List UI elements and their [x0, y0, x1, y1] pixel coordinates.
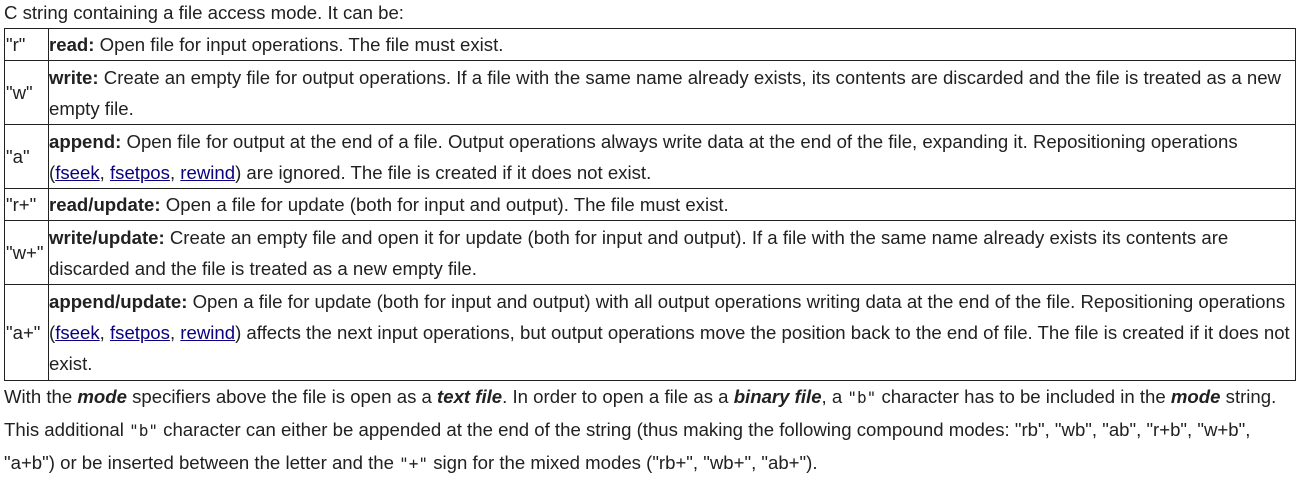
- code-b: "b": [847, 388, 877, 407]
- table-row: "r+" read/update: Open a file for update…: [4, 188, 1296, 221]
- mode-term: write:: [49, 66, 99, 88]
- mode-term: read:: [49, 34, 95, 55]
- emphasis-text-file: text file: [437, 386, 503, 407]
- mode-text: Open a file for update (both for input a…: [160, 194, 729, 215]
- mode-term: read/update:: [49, 194, 161, 215]
- paragraph-text: character can either be appended at the …: [4, 419, 1251, 473]
- mode-description: write/update: Create an empty file and o…: [48, 220, 1296, 285]
- mode-text: Create an empty file for output operatio…: [49, 66, 1281, 119]
- binary-mode-paragraph: With the mode specifiers above the file …: [4, 381, 1300, 480]
- code-plus: "+": [399, 454, 429, 473]
- mode-code: "w+": [4, 220, 49, 285]
- emphasis-mode: mode: [77, 386, 127, 407]
- mode-text: Open file for output at the end of a fil…: [49, 130, 1238, 183]
- rewind-link[interactable]: rewind: [180, 161, 236, 183]
- emphasis-mode: mode: [1170, 386, 1221, 407]
- paragraph-text: sign for the mixed modes ("rb+", "wb+", …: [428, 452, 818, 473]
- table-row: "w" write: Create an empty file for outp…: [4, 60, 1296, 125]
- fseek-link[interactable]: fseek: [55, 161, 100, 183]
- emphasis-binary-file: binary file: [733, 386, 822, 407]
- paragraph-text: . In order to open a file as a: [502, 386, 734, 407]
- fsetpos-link[interactable]: fsetpos: [110, 161, 170, 183]
- table-row: "a+" append/update: Open a file for upda…: [4, 284, 1296, 381]
- mode-code: "a": [4, 124, 49, 189]
- mode-table: "r" read: Open file for input operations…: [4, 28, 1296, 381]
- mode-description: append: Open file for output at the end …: [48, 124, 1296, 189]
- mode-text: ) affects the next input operations, but…: [49, 322, 1290, 374]
- mode-description: write: Create an empty file for output o…: [48, 60, 1296, 125]
- mode-term: write/update:: [49, 226, 165, 248]
- intro-text: C string containing a file access mode. …: [4, 2, 404, 23]
- mode-term: append:: [49, 130, 122, 152]
- code-b: "b": [129, 421, 158, 440]
- mode-term: append/update:: [49, 291, 188, 312]
- mode-code: "r+": [4, 188, 49, 221]
- mode-text: Open a file for update (both for input a…: [49, 291, 1286, 343]
- mode-code: "a+": [4, 284, 49, 381]
- mode-code: "w": [4, 60, 49, 125]
- paragraph-text: specifiers above the file is open as a: [126, 386, 438, 407]
- mode-description: append/update: Open a file for update (b…: [48, 284, 1296, 381]
- paragraph-text: string. This additional: [4, 386, 1277, 440]
- fsetpos-link[interactable]: fsetpos: [110, 322, 170, 343]
- mode-text: Open file for input operations. The file…: [94, 34, 504, 55]
- paragraph-text: With the: [4, 386, 78, 407]
- table-row: "r" read: Open file for input operations…: [4, 28, 1296, 61]
- mode-description: read: Open file for input operations. Th…: [48, 28, 1296, 61]
- fseek-link[interactable]: fseek: [55, 322, 100, 343]
- mode-description: read/update: Open a file for update (bot…: [48, 188, 1296, 221]
- table-row: "a" append: Open file for output at the …: [4, 124, 1296, 189]
- paragraph-text: , a: [821, 386, 848, 407]
- mode-text: Create an empty file and open it for upd…: [49, 226, 1229, 279]
- paragraph-text: character has to be included in the: [876, 386, 1171, 407]
- rewind-link[interactable]: rewind: [180, 322, 236, 343]
- mode-text: ) are ignored. The file is created if it…: [235, 161, 652, 183]
- table-row: "w+" write/update: Create an empty file …: [4, 220, 1296, 285]
- mode-code: "r": [4, 28, 49, 61]
